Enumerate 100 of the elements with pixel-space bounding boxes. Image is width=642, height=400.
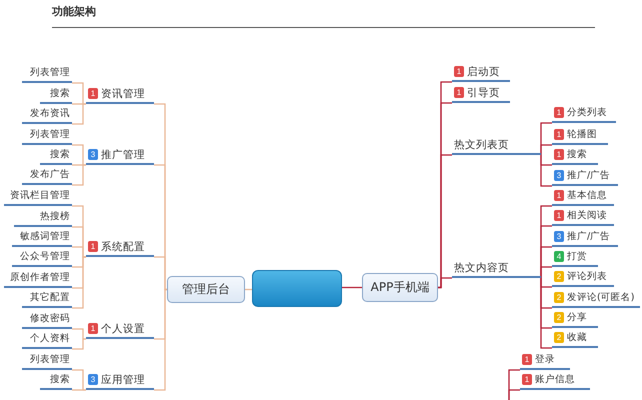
priority-badge: 3 — [88, 149, 98, 160]
priority-badge: 3 — [554, 231, 564, 242]
topic-item — [552, 329, 598, 348]
connector-line — [72, 338, 86, 350]
connector-line — [72, 328, 86, 340]
priority-badge: 2 — [554, 312, 564, 323]
topic-label: 账户信息 — [535, 373, 575, 386]
topic-label: 发评论(可匿名) — [567, 291, 634, 304]
topic-item — [452, 84, 510, 103]
topic-item — [22, 64, 72, 83]
topic-label: 公众号管理 — [20, 250, 70, 263]
priority-badge: 2 — [554, 292, 564, 303]
topic-item — [40, 146, 72, 165]
topic-item — [452, 136, 541, 155]
priority-badge: 2 — [554, 271, 564, 282]
topic-item — [22, 289, 72, 308]
topic-label: 推广管理 — [101, 148, 145, 162]
topic-label: 资讯管理 — [101, 86, 145, 100]
topic-item — [452, 259, 541, 278]
topic-label: 资讯栏目管理 — [10, 189, 70, 202]
priority-badge: 1 — [522, 354, 532, 365]
topic-label: 相关阅读 — [567, 209, 607, 222]
topic-label: 其它配置 — [30, 291, 70, 304]
topic-label: 发布资讯 — [30, 107, 70, 120]
topic-item — [22, 310, 72, 329]
page-title: 功能架构 — [52, 4, 96, 19]
branch-topic-box: 管理后台 — [167, 276, 245, 303]
topic-label: 列表管理 — [30, 66, 70, 79]
topic-item — [552, 207, 614, 226]
topic-label: 热搜榜 — [40, 210, 70, 223]
topic-item — [552, 187, 614, 206]
priority-badge: 1 — [454, 66, 464, 77]
topic-label: 收藏 — [567, 331, 587, 344]
topic-item — [14, 208, 72, 227]
topic-label: 基本信息 — [567, 189, 607, 202]
topic-label: 分类列表 — [567, 106, 607, 119]
topic-item — [22, 126, 72, 145]
topic-label: 列表管理 — [30, 128, 70, 141]
priority-badge: 1 — [554, 129, 564, 140]
connector-line — [540, 277, 552, 349]
topic-item — [22, 351, 72, 370]
topic-label: 轮播图 — [567, 128, 597, 141]
topic-label: 修改密码 — [30, 312, 70, 325]
connector-line — [72, 82, 86, 105]
topic-item — [552, 228, 618, 247]
connector-line — [508, 389, 520, 400]
topic-item — [552, 167, 618, 186]
topic-item — [40, 371, 72, 390]
priority-badge: 1 — [554, 210, 564, 221]
connector-line — [72, 103, 86, 125]
topic-label: 热文内容页 — [454, 260, 509, 274]
topic-item — [86, 320, 154, 339]
topic-item — [12, 248, 72, 267]
topic-label: 分享 — [567, 311, 587, 324]
topic-item — [86, 146, 154, 165]
topic-label: 列表管理 — [30, 353, 70, 366]
priority-badge: 1 — [88, 241, 98, 252]
priority-badge: 3 — [88, 374, 98, 385]
connector-line — [540, 144, 552, 156]
topic-label: 敏感词管理 — [20, 230, 70, 243]
topic-item — [86, 371, 154, 390]
topic-item — [40, 85, 72, 104]
topic-label: 启动页 — [467, 64, 500, 78]
priority-badge: 1 — [454, 87, 464, 98]
topic-label: 登录 — [535, 353, 555, 366]
connector-line — [340, 286, 362, 288]
connector-line — [154, 256, 167, 290]
topic-item — [22, 330, 72, 349]
priority-badge: 3 — [554, 170, 564, 181]
topic-item — [552, 309, 598, 328]
topic-item — [552, 104, 616, 123]
topic-item — [86, 85, 154, 104]
topic-label: 搜索 — [50, 373, 70, 386]
topic-item — [86, 238, 154, 257]
topic-item — [520, 351, 570, 370]
priority-badge: 2 — [554, 332, 564, 343]
connector-line — [540, 266, 552, 279]
topic-item — [4, 187, 72, 206]
connector-line — [72, 256, 86, 309]
connector-line — [72, 144, 86, 166]
connector-line — [154, 288, 167, 391]
topic-item — [12, 228, 72, 247]
topic-item — [452, 63, 510, 82]
topic-label: 搜索 — [567, 148, 587, 161]
topic-item — [552, 126, 608, 145]
topic-label: 个人设置 — [101, 322, 145, 336]
topic-item — [552, 248, 598, 267]
central-topic-box — [252, 270, 342, 307]
topic-item — [22, 105, 72, 124]
connector-line — [438, 277, 452, 288]
priority-badge: 1 — [88, 88, 98, 99]
topic-item — [552, 289, 640, 308]
priority-badge: 1 — [522, 374, 532, 385]
connector-line — [72, 369, 86, 391]
topic-label: 引导页 — [467, 86, 500, 100]
topic-label: 热文列表页 — [454, 138, 509, 152]
branch-topic-box: APP手机端 — [362, 273, 438, 302]
topic-label: 打赏 — [567, 250, 587, 263]
priority-badge: 1 — [554, 107, 564, 118]
topic-item — [552, 268, 614, 287]
